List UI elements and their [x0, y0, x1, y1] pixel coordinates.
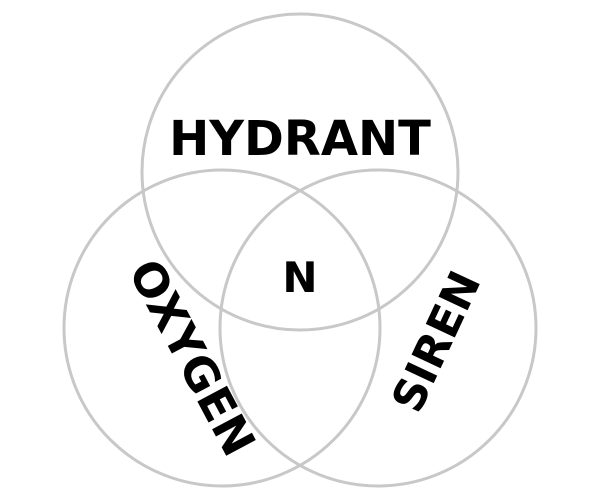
- circle-hydrant: [140, 12, 460, 332]
- label-siren: SIREN: [382, 264, 491, 420]
- label-hydrant: HYDRANT: [169, 111, 431, 167]
- label-oxygen: OXYGEN: [118, 250, 266, 464]
- label-intersection: N: [282, 253, 317, 302]
- circle-siren: [218, 168, 538, 488]
- circle-oxygen: [62, 168, 382, 488]
